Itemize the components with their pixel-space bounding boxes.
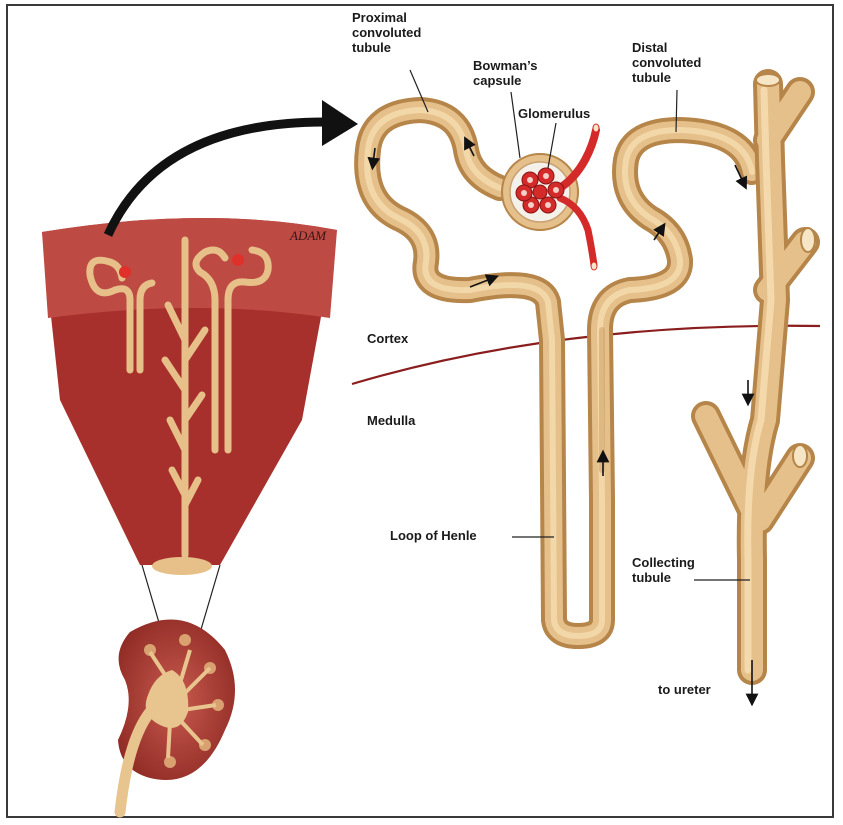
zoom-arrow [108, 122, 330, 235]
glomerulus-vessels [516, 124, 599, 270]
label-bowmans-capsule: Bowman’s capsule [473, 58, 538, 88]
label-collecting-tubule: Collecting tubule [632, 555, 695, 585]
label-loop-of-henle: Loop of Henle [390, 528, 477, 543]
label-cortex: Cortex [367, 331, 408, 346]
label-proximal-convoluted-tubule: Proximal convoluted tubule [352, 10, 421, 55]
label-distal-convoluted-tubule: Distal convoluted tubule [632, 40, 701, 85]
label-medulla: Medulla [367, 413, 415, 428]
kidney-small [118, 620, 235, 812]
kidney-wedge [42, 218, 337, 575]
cortex-medulla-boundary [352, 326, 820, 384]
label-glomerulus: Glomerulus [518, 106, 590, 121]
label-to-ureter: to ureter [658, 682, 711, 697]
zoom-arrow-head [322, 100, 358, 146]
collecting-duct [706, 84, 805, 670]
signature-mark: ADAM [289, 228, 327, 243]
